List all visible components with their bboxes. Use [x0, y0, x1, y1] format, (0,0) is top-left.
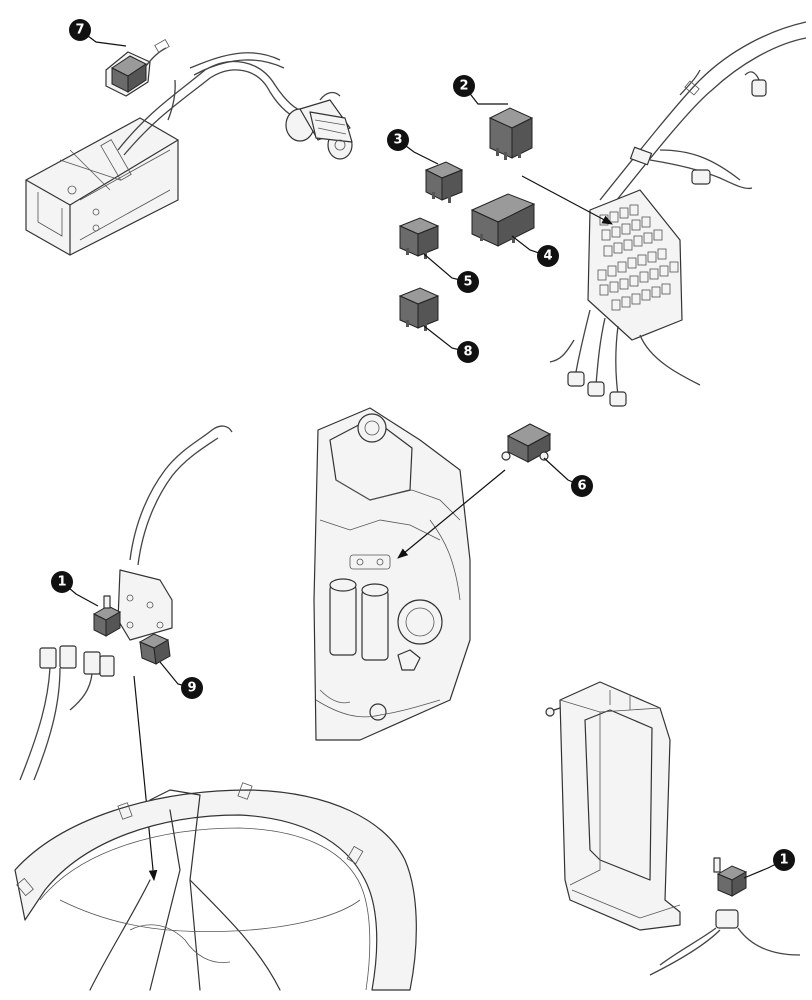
relay-3-illustration [424, 161, 464, 203]
relay-2-illustration [488, 107, 534, 160]
svg-text:4: 4 [543, 249, 552, 264]
relay-6-illustration [501, 423, 552, 463]
callout-4: 4 [537, 245, 559, 267]
battery-box-illustration [25, 117, 179, 256]
svg-text:7: 7 [75, 23, 84, 38]
callout-5: 5 [457, 271, 479, 293]
cab-roof-frame-illustration [14, 782, 417, 991]
svg-text:1: 1 [779, 853, 788, 868]
relay-7-illustration [105, 38, 170, 97]
callout-7: 7 [69, 19, 91, 41]
cab-relay-arrow [133, 675, 158, 882]
cab-connectors-illustration [19, 645, 115, 781]
relay-9-illustration [138, 633, 171, 665]
callout-1-cab: 1 [51, 571, 73, 593]
svg-text:8: 8 [463, 345, 472, 360]
starter-motor-illustration [285, 91, 353, 160]
svg-text:5: 5 [463, 275, 472, 290]
relay-6-arrow [397, 469, 506, 559]
relay-group-to-fusebox-arrow [521, 175, 613, 225]
callout-8: 8 [457, 341, 479, 363]
relay-1-cab-illustration [92, 595, 122, 637]
engine-illustration [313, 407, 471, 741]
fuse-grid [597, 204, 679, 311]
callout-3: 3 [387, 129, 409, 151]
svg-text:3: 3 [393, 133, 402, 148]
callout-1-frame: 1 [773, 849, 795, 871]
relay-4-illustration [470, 193, 536, 247]
relay-1-frame-illustration [649, 857, 801, 976]
callout-2: 2 [453, 75, 475, 97]
cab-pillar-illustration [117, 425, 233, 641]
svg-text:1: 1 [57, 575, 66, 590]
fuse-box-harness-group [549, 21, 807, 407]
callout-9: 9 [181, 677, 203, 699]
svg-text:2: 2 [459, 79, 468, 94]
callout-6: 6 [571, 475, 593, 497]
rops-frame-illustration [545, 681, 681, 931]
relay-8-illustration [398, 287, 440, 331]
svg-text:9: 9 [187, 681, 196, 696]
battery-starter-group [25, 38, 353, 256]
relay-5-illustration [398, 217, 440, 259]
svg-text:6: 6 [577, 479, 586, 494]
